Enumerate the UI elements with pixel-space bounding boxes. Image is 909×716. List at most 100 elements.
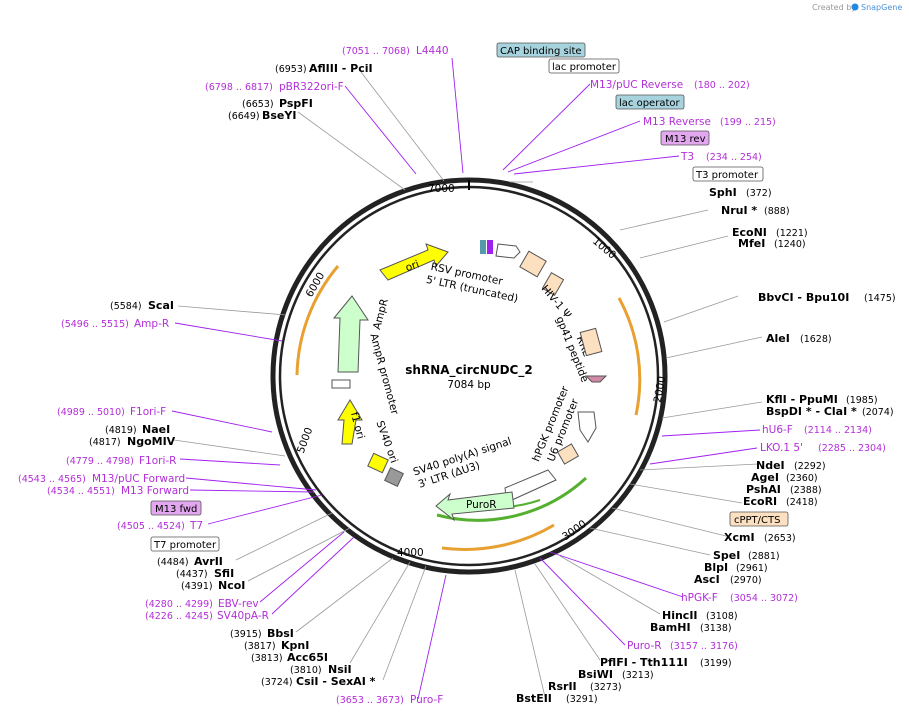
enz-pos-agei: (2360) bbox=[786, 473, 818, 484]
primer-hu6: hU6-F bbox=[762, 424, 793, 436]
ori-arrow bbox=[379, 243, 449, 281]
primer-range-l4440: (7051 .. 7068) bbox=[342, 46, 410, 57]
primer-range-m13puc-rev: (180 .. 202) bbox=[694, 80, 750, 91]
orange-arc-right bbox=[617, 297, 642, 416]
tick-5000: 5000 bbox=[295, 426, 315, 455]
enz-spei: SpeI bbox=[713, 549, 740, 562]
primer-range-lko: (2285 .. 2304) bbox=[818, 443, 886, 454]
enz-pos-avrii: (4484) bbox=[157, 557, 189, 568]
box-cppt bbox=[729, 511, 789, 527]
primer-t3: T3 bbox=[680, 151, 694, 163]
ampr-arrow bbox=[332, 295, 369, 373]
enz-avrii: AvrII bbox=[194, 555, 223, 568]
green-arc-outer bbox=[436, 476, 588, 522]
primer-range-t7: (4505 .. 4524) bbox=[117, 521, 185, 532]
primer-lko: LKO.1 5' bbox=[760, 442, 803, 454]
credit-text: Created by bbox=[812, 3, 856, 12]
box-t7-promoter-label: T7 promoter bbox=[153, 540, 217, 551]
primer-range-hu6: (2114 .. 2134) bbox=[804, 425, 872, 436]
primer-range-t3: (234 .. 254) bbox=[706, 152, 762, 163]
enz-sphi: SphI bbox=[709, 186, 737, 199]
enz-pos-nsii: (3810) bbox=[290, 665, 322, 676]
primer-m13-rev: M13 Reverse bbox=[643, 116, 711, 128]
enz-asci: AscI bbox=[694, 573, 720, 586]
box-lac-promoter bbox=[548, 58, 620, 74]
primer-m13-fwd: M13 Forward bbox=[121, 485, 189, 497]
puror-label: PuroR bbox=[466, 499, 497, 511]
primer-f1ori-f: F1ori-F bbox=[130, 406, 166, 418]
sv40pa-box bbox=[384, 467, 404, 487]
primer-puro-f: Puro-F bbox=[410, 694, 443, 706]
primer-ebv: EBV-rev bbox=[218, 598, 259, 610]
enz-aflIII: AflIII - PciI bbox=[309, 62, 373, 75]
primer-range-puro-f: (3653 .. 3673) bbox=[336, 695, 404, 706]
box-m13-rev bbox=[660, 130, 710, 146]
enz-agei: AgeI bbox=[751, 471, 779, 484]
u6-arrow bbox=[577, 411, 597, 443]
ori-label: ori bbox=[404, 258, 421, 274]
box-m13-rev-label: M13 rev bbox=[665, 134, 706, 145]
cap-site-shape bbox=[480, 240, 486, 254]
enz-econi: EcoNI bbox=[732, 226, 767, 239]
enz-nrui: NruI * bbox=[721, 204, 757, 217]
enz-bbvci: BbvCI - Bpu10I bbox=[758, 291, 849, 304]
tick-2000: 2000 bbox=[652, 375, 668, 403]
primer-m13puc-fwd: M13/pUC Forward bbox=[92, 473, 185, 485]
enz-alei: AleI bbox=[766, 332, 790, 345]
enzyme-lines bbox=[173, 71, 763, 698]
primer-f1ori-r: F1ori-R bbox=[139, 455, 176, 467]
box-cap-site bbox=[496, 42, 586, 58]
enz-ndei: NdeI bbox=[756, 459, 785, 472]
enz-blpi: BlpI bbox=[704, 561, 728, 574]
enz-hincii: HincII bbox=[662, 609, 698, 622]
enz-pos-acc65i: (3813) bbox=[251, 653, 283, 664]
primer-l4440: L4440 bbox=[416, 45, 449, 57]
enz-bseyi: BseYI bbox=[262, 109, 296, 122]
primer-amp-r: Amp-R bbox=[134, 318, 169, 330]
plasmid-size: 7084 bp bbox=[447, 379, 491, 391]
enz-pos-sfii: (4437) bbox=[176, 569, 208, 580]
box-cppt-label: cPPT/CTS bbox=[734, 515, 780, 526]
enz-pos-aflIII: (6953) bbox=[275, 64, 307, 75]
enz-csii: CsiI - SexAI * bbox=[296, 675, 376, 688]
tick-1000: 1000 bbox=[590, 235, 618, 261]
enz-ngomiv: NgoMIV bbox=[127, 435, 176, 448]
enz-scai: ScaI bbox=[148, 299, 174, 312]
box-t3-promoter-label: T3 promoter bbox=[695, 170, 759, 181]
enz-pos-mfei: (1240) bbox=[774, 239, 806, 250]
snapgene-logo: SnapGene bbox=[851, 3, 902, 12]
enz-bspdi: BspDI * - ClaI * bbox=[766, 405, 857, 418]
primer-range-ebv: (4280 .. 4299) bbox=[145, 599, 213, 610]
enz-nsii: NsiI bbox=[328, 663, 352, 676]
primer-range-m13-fwd: (4534 .. 4551) bbox=[47, 486, 115, 497]
enz-pos-pflfi: (3199) bbox=[700, 658, 732, 669]
enz-pos-econi: (1221) bbox=[776, 228, 808, 239]
enz-pos-alei: (1628) bbox=[800, 334, 832, 345]
hiv-box bbox=[541, 272, 565, 296]
primer-range-amp-r: (5496 .. 5515) bbox=[61, 319, 129, 330]
enz-pos-kpni: (3817) bbox=[244, 641, 276, 652]
enz-pos-kfli: (1985) bbox=[846, 395, 878, 406]
primer-pbr322: pBR322ori-F bbox=[279, 81, 344, 93]
enz-pos-blpi: (2961) bbox=[736, 563, 768, 574]
primer-sv40pa: SV40pA-R bbox=[217, 610, 269, 622]
rsv-promoter-arrow bbox=[495, 243, 521, 259]
primer-t7: T7 bbox=[189, 520, 203, 532]
orange-arc-bottom bbox=[441, 523, 555, 551]
box-lac-operator bbox=[615, 94, 685, 110]
box-lac-promoter-label: lac promoter bbox=[552, 62, 617, 73]
ltr5-box bbox=[519, 250, 547, 278]
enz-pos-bamhi: (3138) bbox=[700, 623, 732, 634]
tick-7000: 7000 bbox=[428, 183, 455, 195]
primer-m13puc-rev: M13/pUC Reverse bbox=[590, 79, 683, 91]
ampr-promoter-label: AmpR promoter bbox=[367, 332, 400, 416]
primer-range-f1ori-r: (4779 .. 4798) bbox=[66, 456, 134, 467]
enz-pos-bbvci: (1475) bbox=[864, 293, 896, 304]
box-lac-operator-label: lac operator bbox=[619, 98, 680, 109]
enz-pos-ecori: (2418) bbox=[786, 497, 818, 508]
credit-brand: SnapGene bbox=[861, 3, 902, 12]
primer-puro-r: Puro-R bbox=[627, 640, 662, 652]
box-m13-fwd bbox=[150, 500, 202, 516]
enz-pos-csii: (3724) bbox=[261, 677, 293, 688]
